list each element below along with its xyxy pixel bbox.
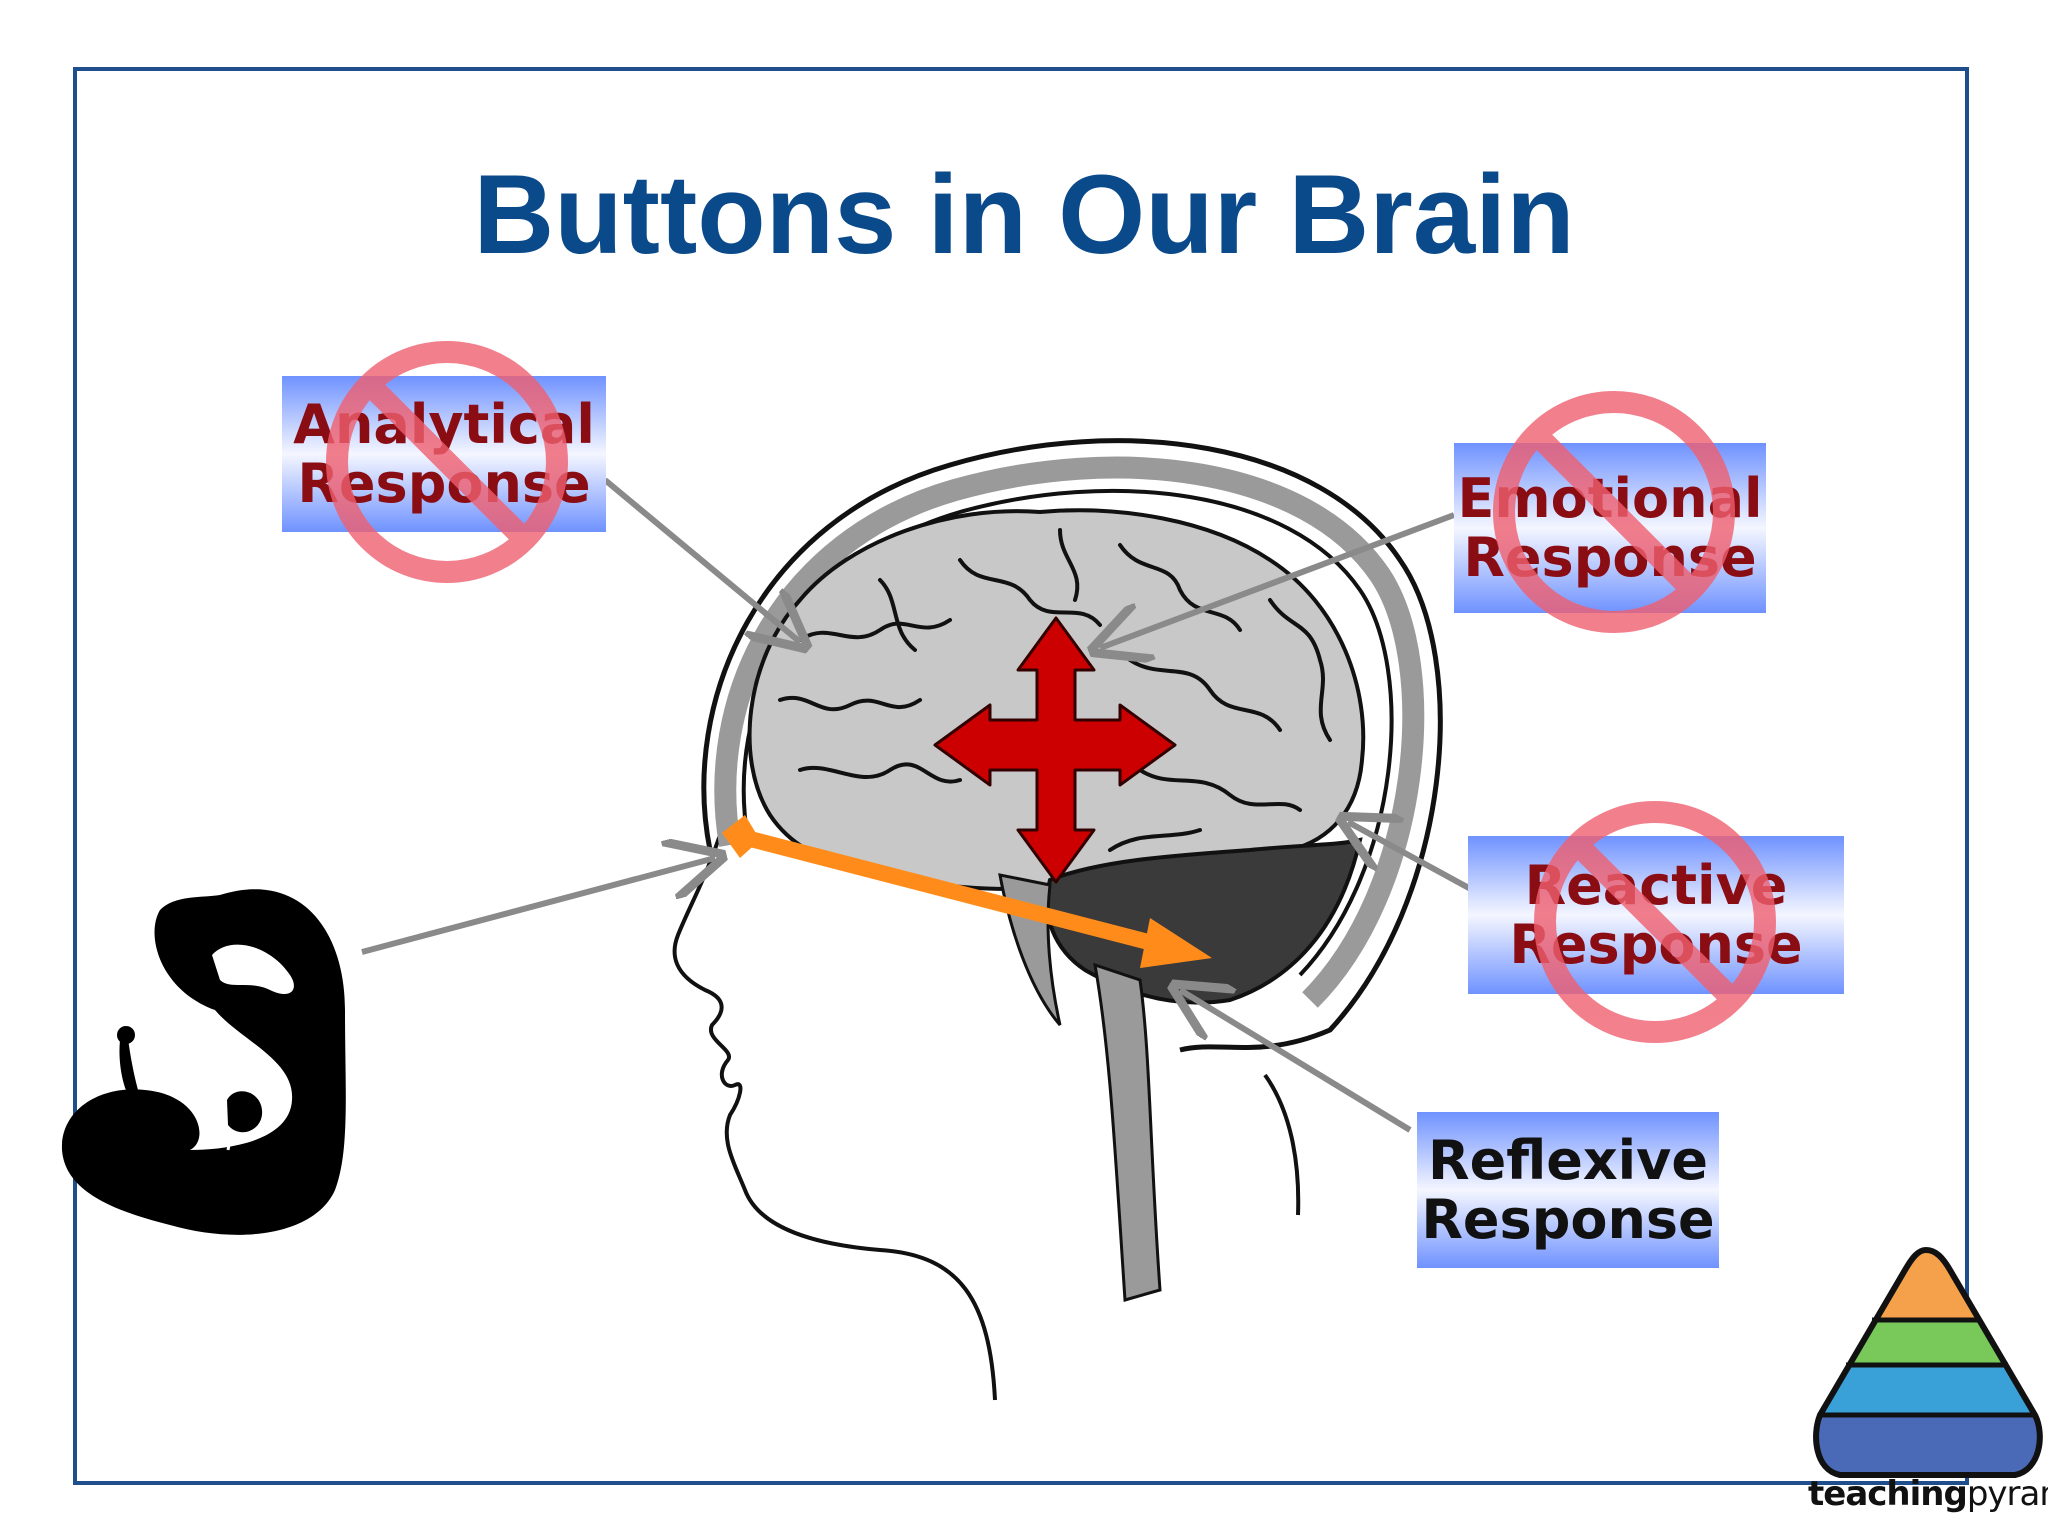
reflexive-line-2: Response — [1421, 1188, 1715, 1251]
slide-frame — [73, 67, 1969, 1485]
logo-word-pyramid: pyramid — [1966, 1474, 2048, 1514]
pyramid-logo-icon — [1813, 1246, 2043, 1478]
reactive-line-1: Reactive — [1524, 853, 1788, 917]
emotional-line-1: Emotional — [1457, 466, 1763, 530]
snake-silhouette — [61, 889, 346, 1235]
pointer-arrows — [361, 477, 1502, 1133]
reflexive-response-label: Reflexive Response — [1417, 1112, 1719, 1268]
emotional-response-label: Emotional Response — [1454, 443, 1766, 613]
analytical-line-1: Analytical — [293, 392, 595, 456]
skull-outer — [701, 438, 1443, 1053]
emotional-line-2: Response — [1463, 526, 1757, 589]
brain-cerebellum — [1044, 837, 1363, 1005]
analytical-response-label: Analytical Response — [282, 376, 606, 532]
reactive-line-2: Response — [1509, 913, 1803, 976]
teaching-pyramid-logo: teachingpyramid — [1808, 1474, 2048, 1514]
logo-word-teaching: teaching — [1808, 1474, 1968, 1514]
reactive-response-label: Reactive Response — [1468, 836, 1844, 994]
orange-arrow — [722, 815, 1212, 968]
analytical-line-2: Response — [297, 452, 591, 515]
red-four-way-arrow — [933, 616, 1177, 884]
reflexive-line-1: Reflexive — [1427, 1128, 1709, 1192]
neck-back — [1263, 1073, 1301, 1216]
slide-title: Buttons in Our Brain — [473, 152, 1575, 277]
brain-stem — [1093, 962, 1162, 1302]
head-profile — [672, 834, 997, 1401]
